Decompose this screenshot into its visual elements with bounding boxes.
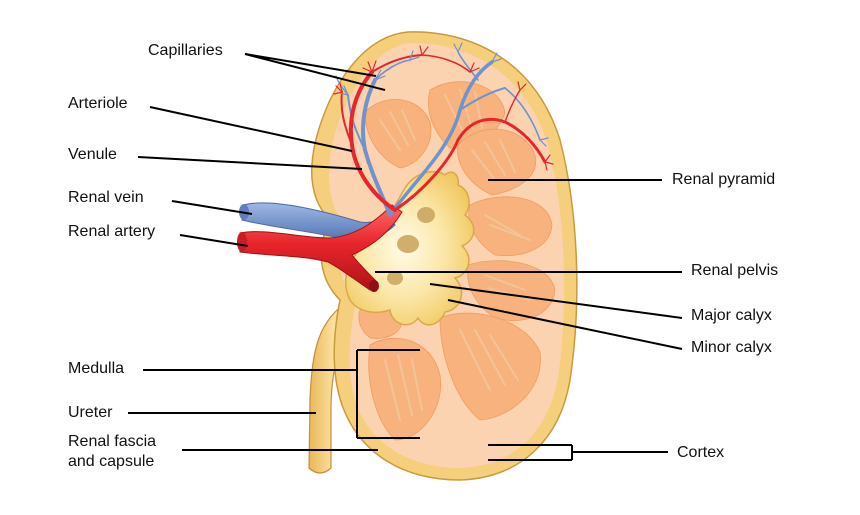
renal-artery-end bbox=[237, 232, 247, 252]
label-ureter: Ureter bbox=[68, 404, 113, 421]
leader-capillaries bbox=[244, 53, 386, 91]
leader-arteriole bbox=[149, 106, 353, 152]
label-venule: Venule bbox=[68, 146, 117, 163]
label-renal-pyramid: Renal pyramid bbox=[672, 171, 776, 188]
label-renal-fascia: Renal fascia and capsule bbox=[68, 432, 156, 472]
artery-cut-end bbox=[369, 280, 379, 292]
label-renal-artery: Renal artery bbox=[68, 223, 156, 240]
renal-artery-vessel bbox=[239, 204, 403, 291]
label-arteriole: Arteriole bbox=[68, 95, 128, 112]
arterial-branches bbox=[340, 54, 547, 212]
leader-renal-artery bbox=[179, 234, 249, 247]
label-capillaries: Capillaries bbox=[148, 42, 223, 59]
label-major-calyx: Major calyx bbox=[691, 307, 772, 324]
renal-pyramids bbox=[358, 81, 556, 441]
leader-medulla bbox=[143, 349, 420, 439]
pelvis-openings bbox=[387, 207, 435, 285]
leader-major-calyx bbox=[429, 283, 683, 319]
pyramid-4 bbox=[468, 196, 553, 256]
leader-lines bbox=[128, 53, 683, 461]
label-cortex: Cortex bbox=[677, 444, 725, 461]
leader-cortex bbox=[488, 444, 668, 461]
leader-minor-calyx bbox=[447, 299, 683, 350]
capillary-tufts bbox=[333, 42, 554, 171]
label-minor-calyx: Minor calyx bbox=[691, 339, 772, 356]
label-renal-fascia-line1: Renal fascia bbox=[68, 433, 157, 450]
pyramid-striations bbox=[379, 89, 531, 421]
label-renal-fascia-line2: and capsule bbox=[68, 453, 155, 470]
label-renal-vein: Renal vein bbox=[68, 189, 144, 206]
label-renal-pelvis: Renal pelvis bbox=[691, 262, 779, 279]
leader-renal-vein bbox=[171, 200, 253, 215]
label-medulla: Medulla bbox=[68, 360, 125, 377]
leader-venule bbox=[137, 156, 363, 170]
pyramid-1 bbox=[364, 98, 432, 169]
